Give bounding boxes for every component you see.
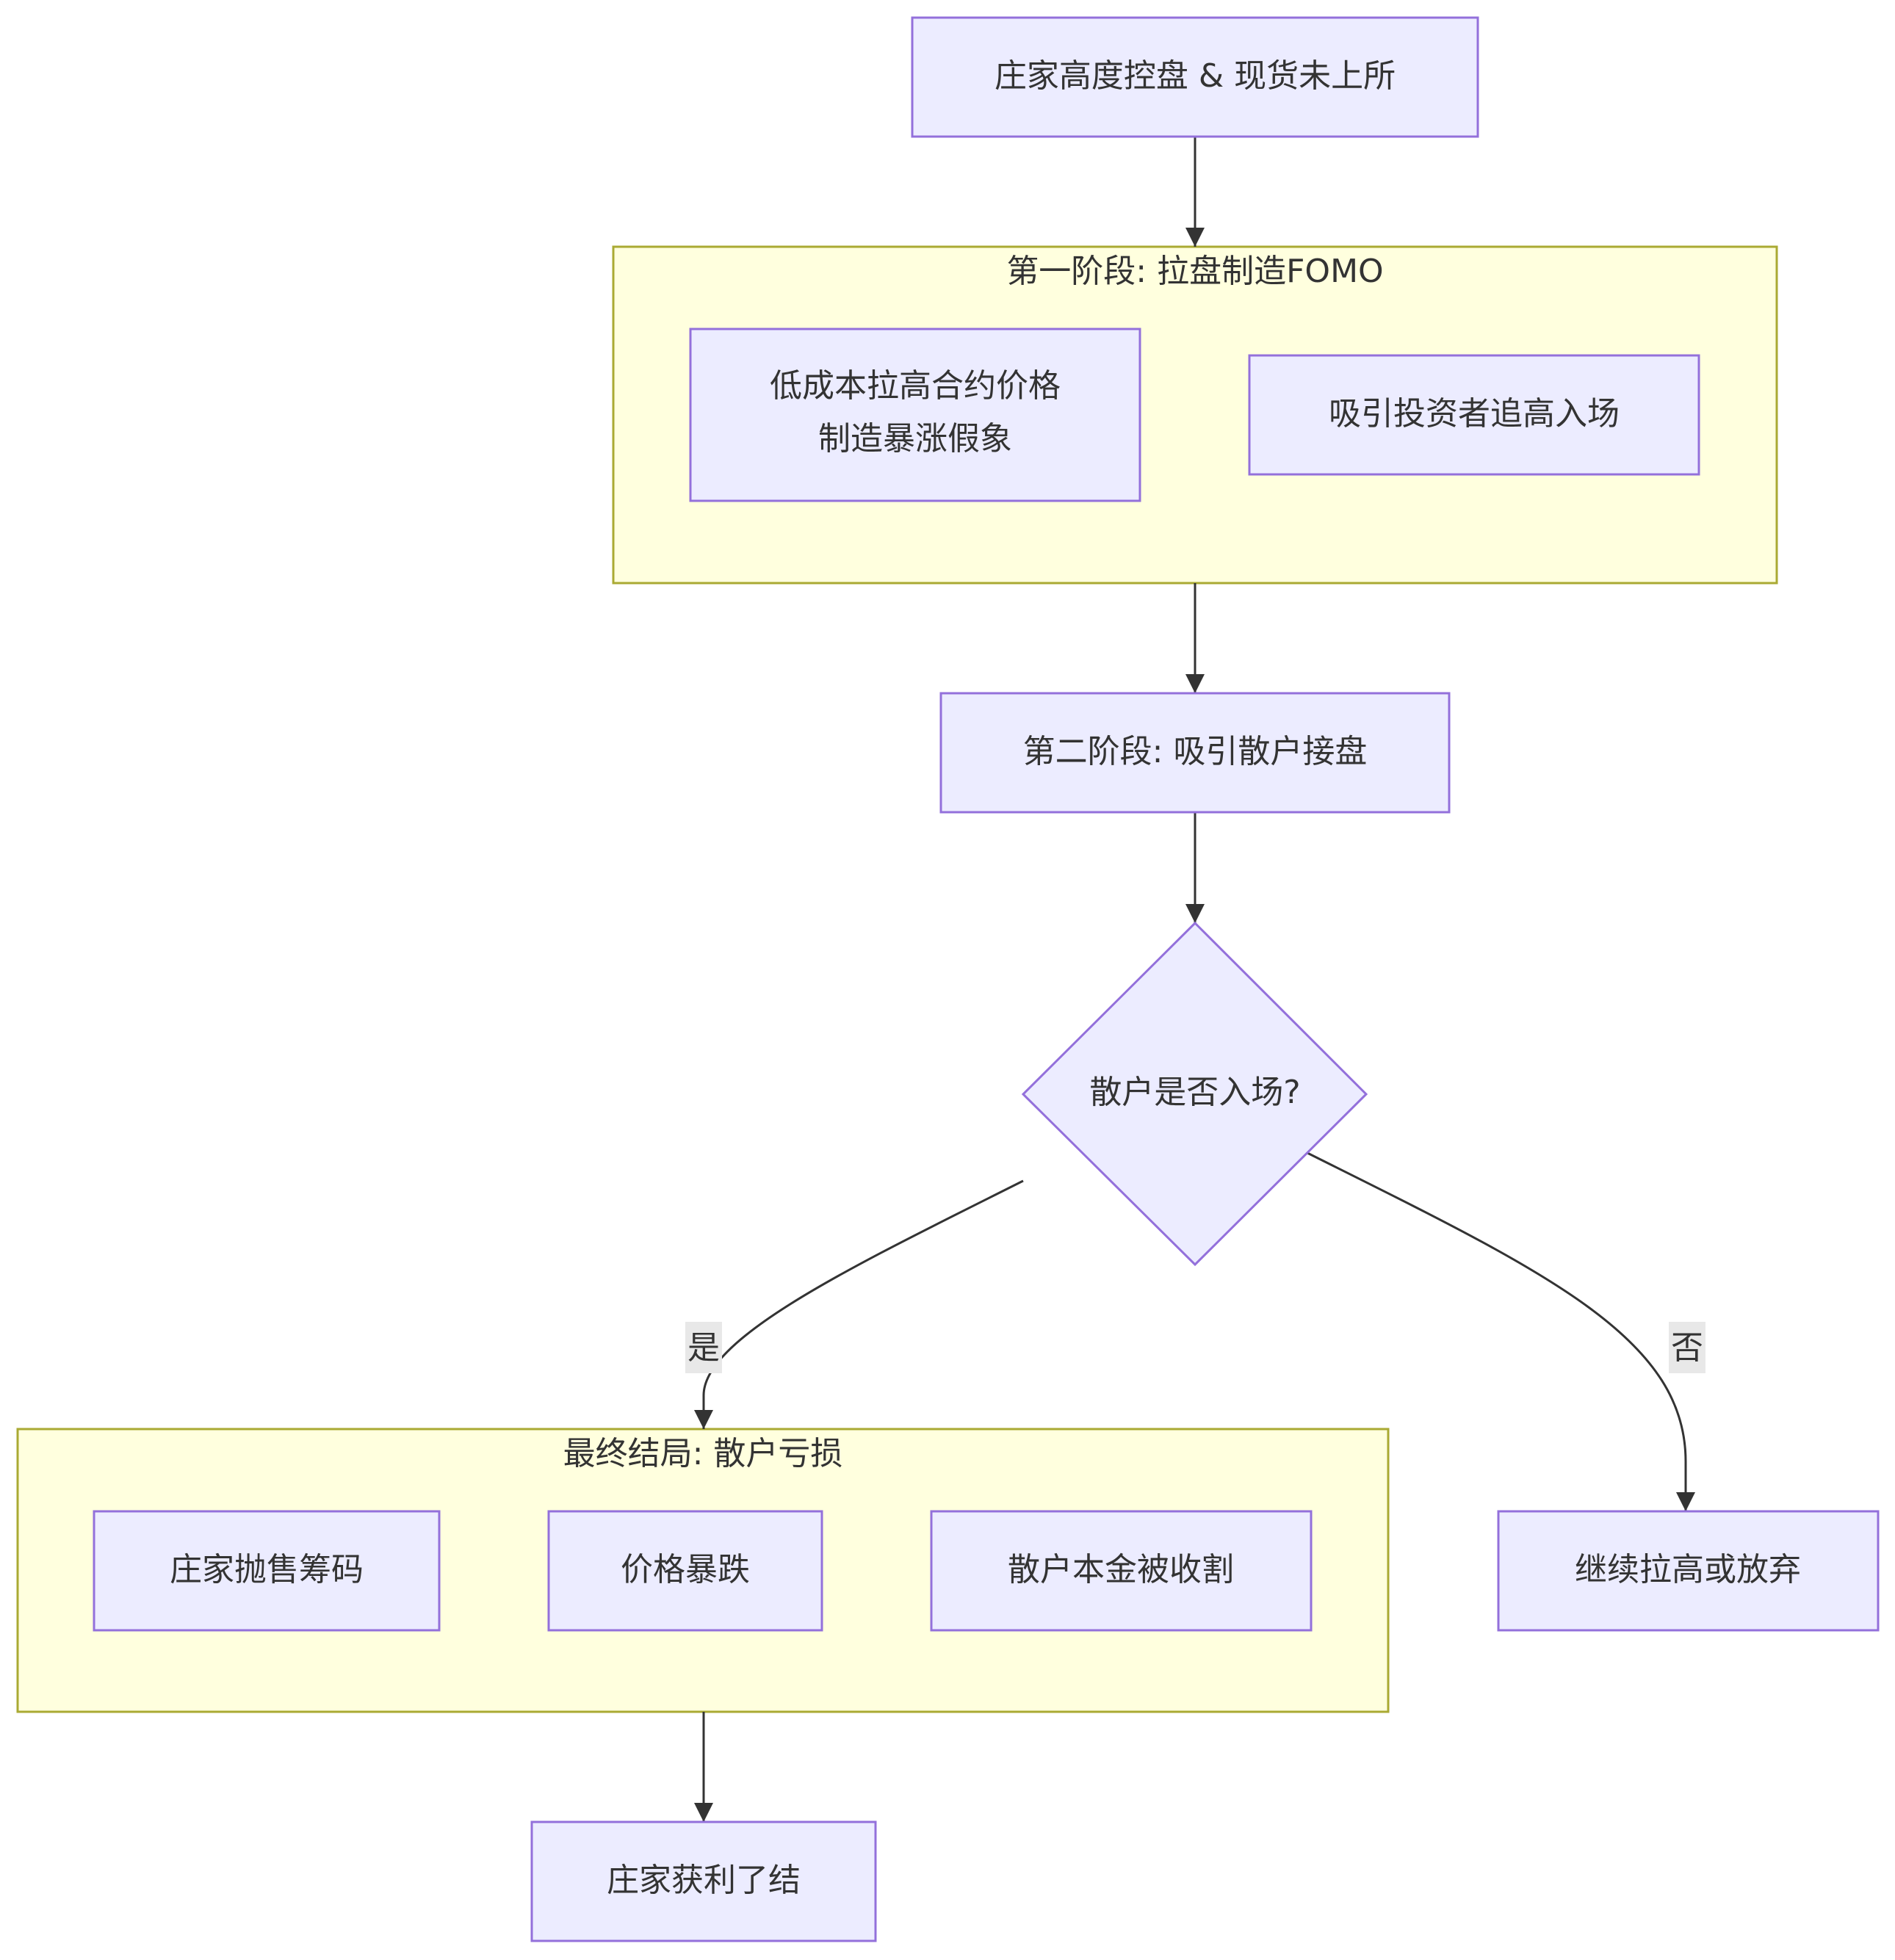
edge-decision-yes xyxy=(694,1179,1024,1429)
node-stage2-label: 第二阶段: 吸引散户接盘 xyxy=(1023,733,1368,770)
edge-decision-no xyxy=(1307,1151,1695,1511)
node-pump-label-line1: 低成本拉高合约价格 xyxy=(770,367,1061,405)
node-attract-label: 吸引投资者追高入场 xyxy=(1329,395,1620,433)
node-dump: 庄家抛售筹码 xyxy=(93,1510,441,1632)
node-start-label: 庄家高度控盘 & 现货未上所 xyxy=(995,57,1396,95)
node-profit: 庄家获利了结 xyxy=(530,1820,877,1942)
node-start: 庄家高度控盘 & 现货未上所 xyxy=(911,16,1479,138)
node-stage2: 第二阶段: 吸引散户接盘 xyxy=(939,692,1451,814)
cluster-stage1-title: 第一阶段: 拉盘制造FOMO xyxy=(1006,253,1383,290)
edge-label-yes-text: 是 xyxy=(687,1329,720,1367)
node-attract: 吸引投资者追高入场 xyxy=(1248,354,1700,476)
node-crash: 价格暴跌 xyxy=(547,1510,823,1632)
node-profit-label: 庄家获利了结 xyxy=(607,1862,801,1899)
node-decision: 散户是否入场? xyxy=(1021,921,1368,1267)
node-pump-label-line2: 制造暴涨假象 xyxy=(818,420,1012,458)
node-continue: 继续拉高或放弃 xyxy=(1497,1510,1880,1632)
node-harvest: 散户本金被收割 xyxy=(930,1510,1313,1632)
node-continue-label: 继续拉高或放弃 xyxy=(1575,1551,1801,1588)
edge-label-no: 否 xyxy=(1669,1322,1706,1373)
node-dump-label: 庄家抛售筹码 xyxy=(170,1551,364,1588)
edge-label-yes: 是 xyxy=(685,1322,722,1373)
node-harvest-label: 散户本金被收割 xyxy=(1008,1551,1234,1588)
node-decision-label: 散户是否入场? xyxy=(1089,1074,1300,1111)
node-crash-label: 价格暴跌 xyxy=(621,1551,750,1588)
node-pump: 低成本拉高合约价格 制造暴涨假象 xyxy=(689,328,1141,502)
cluster-final-title: 最终结局: 散户亏损 xyxy=(563,1435,843,1472)
edge-label-no-text: 否 xyxy=(1671,1329,1703,1367)
